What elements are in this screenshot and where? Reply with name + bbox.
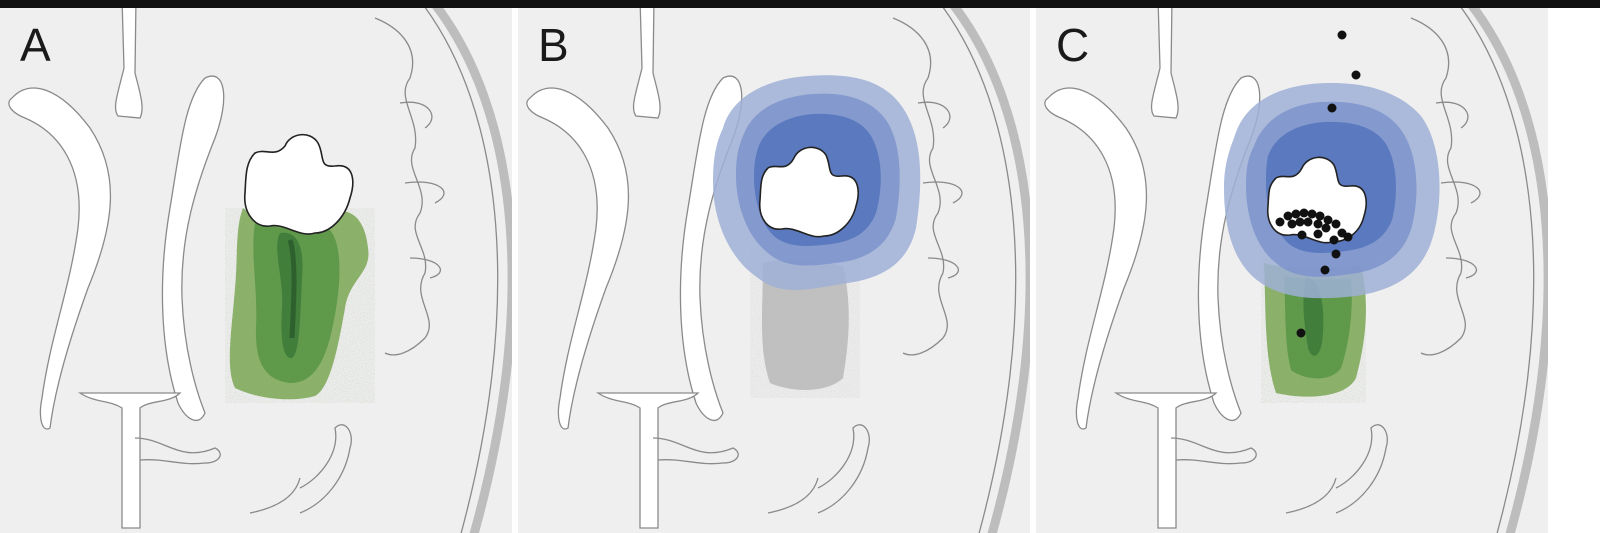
dot [1321,223,1331,233]
dot [1327,103,1337,113]
dot [1287,219,1297,229]
green-lesion-region [225,208,375,403]
septum [114,8,143,119]
skull-edge [432,8,512,533]
panel-label: C [1056,19,1090,71]
dot [1299,208,1309,218]
brainstem [1113,392,1218,529]
dot [1291,209,1301,219]
dot [1313,219,1323,229]
dot [1331,219,1341,229]
panel-label: B [538,19,569,71]
cortex-fold-lower [767,424,870,514]
dot [1296,328,1306,338]
skull-edge [1468,8,1548,533]
brain-anatomy [526,8,1030,533]
cortex-fold-lower [249,424,352,514]
skull-edge-inner [424,8,499,533]
dot [1297,230,1307,240]
panel-b: B [518,8,1030,533]
black-dots-cluster [1275,30,1361,338]
dot [1303,217,1313,227]
top-border [0,0,1600,8]
resection-cavity [244,133,354,235]
lower-sulcus [652,437,739,465]
dot [1283,211,1293,221]
panel-a: A [0,8,512,533]
left-ventricle [526,87,630,430]
dot [1343,232,1353,242]
dot [1307,209,1317,219]
panel-c-illustration [1044,8,1548,533]
dot [1323,215,1333,225]
dot [1329,235,1339,245]
skull-edge [950,8,1030,533]
panel-b-illustration [526,8,1030,533]
panel-label: A [20,19,51,71]
panel-c: C [1036,8,1548,533]
dot [1320,265,1330,275]
septum [1150,8,1179,119]
dot [1337,30,1347,40]
dot [1275,217,1285,227]
septum [632,8,661,119]
brain-anatomy [1044,8,1548,533]
brainstem [77,392,182,529]
dot [1313,229,1323,239]
cortex-fold-lower [1285,424,1388,514]
dot [1351,70,1361,80]
brain-anatomy [8,8,512,533]
skull-edge-inner [942,8,1017,533]
green-texture [225,208,375,403]
lower-sulcus [134,437,221,465]
resection-cavity [758,146,859,238]
dot [1295,217,1305,227]
left-ventricle [1044,87,1148,430]
dot [1331,249,1341,259]
cortex-folds [374,17,445,356]
brainstem [595,392,700,529]
panel-a-illustration [8,8,512,533]
right-ventricle [161,75,225,422]
dot [1315,211,1325,221]
lower-sulcus [1170,437,1257,465]
skull-edge-inner [1460,8,1535,533]
left-ventricle [8,87,112,430]
cortex-folds [1410,17,1481,356]
cortex-folds [892,17,963,356]
